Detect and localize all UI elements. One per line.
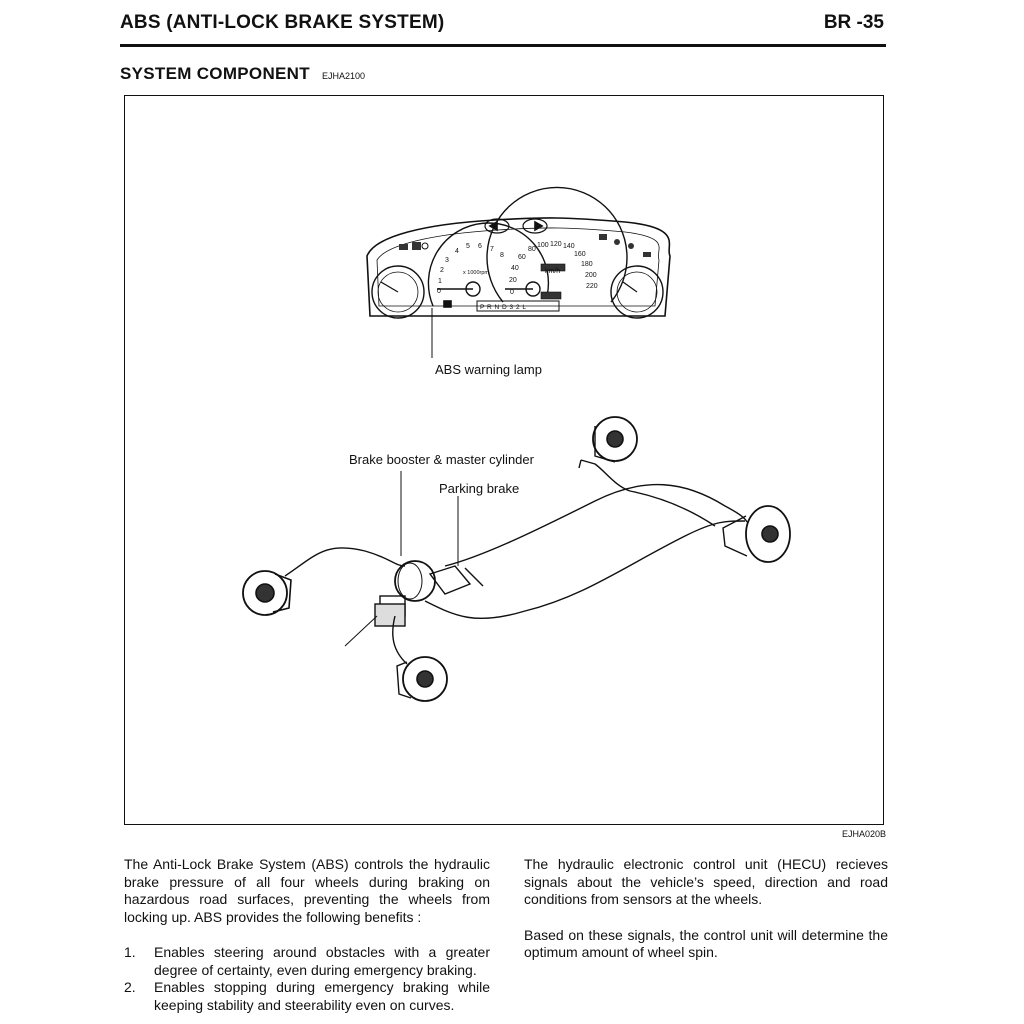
section-title-text: SYSTEM COMPONENT — [120, 64, 310, 83]
rpm-tick-4: 4 — [455, 248, 459, 255]
speed-tick-0: 0 — [510, 289, 514, 296]
speed-tick-180: 180 — [581, 261, 593, 268]
instrument-cluster — [366, 186, 671, 358]
control-unit-paragraph: Based on these signals, the control unit… — [524, 926, 888, 961]
page-header: ABS (ANTI-LOCK BRAKE SYSTEM) BR -35 — [120, 10, 886, 47]
header-title: ABS (ANTI-LOCK BRAKE SYSTEM) — [120, 12, 445, 33]
rpm-tick-6: 6 — [478, 243, 482, 250]
speed-tick-20: 20 — [509, 277, 517, 284]
list-number: 1. — [124, 944, 136, 960]
speed-tick-200: 200 — [585, 272, 597, 279]
parking-brake-label: Parking brake — [439, 481, 520, 496]
speed-tick-160: 160 — [574, 251, 586, 258]
rpm-tick-8: 8 — [500, 252, 504, 259]
system-component-figure: km/h x 1000rpm P R N D 3 2 L 0 1 2 3 4 5… — [124, 95, 884, 825]
brake-piping — [242, 416, 791, 702]
brake-booster-label: Brake booster & master cylinder — [349, 452, 534, 467]
abs-intro-paragraph: The Anti-Lock Brake System (ABS) control… — [124, 856, 490, 925]
speed-tick-40: 40 — [511, 265, 519, 272]
rpm-tick-5: 5 — [466, 243, 470, 250]
speed-tick-220: 220 — [586, 283, 598, 290]
figure-code: EJHA020B — [841, 829, 886, 839]
speed-tick-100: 100 — [537, 242, 549, 249]
page-number: BR -35 — [823, 12, 884, 33]
rpm-unit: x 1000rpm — [463, 270, 489, 276]
figure-drawing: km/h x 1000rpm P R N D 3 2 L 0 1 2 3 4 5… — [242, 186, 791, 702]
abs-warning-lamp-label: ABS warning lamp — [435, 362, 542, 377]
rpm-tick-0: 0 — [437, 288, 441, 295]
rpm-tick-7: 7 — [490, 246, 494, 253]
rpm-tick-3: 3 — [445, 257, 449, 264]
speed-tick-140: 140 — [563, 243, 575, 250]
list-item: 1. Enables steering around obstacles wit… — [124, 944, 490, 979]
list-number: 2. — [124, 979, 136, 995]
list-text: Enables steering around obstacles with a… — [154, 944, 490, 978]
benefits-list: 1. Enables steering around obstacles wit… — [124, 944, 490, 1014]
list-text: Enables stopping during emergency brakin… — [154, 979, 490, 1013]
speed-unit: km/h — [545, 268, 560, 275]
hecu-paragraph: The hydraulic electronic control unit (H… — [524, 856, 888, 907]
rpm-tick-1: 1 — [438, 278, 442, 285]
left-column: The Anti-Lock Brake System (ABS) control… — [124, 856, 490, 1014]
section-code: EJHA2100 — [321, 71, 365, 81]
speed-tick-120: 120 — [550, 241, 562, 248]
speed-tick-60: 60 — [518, 254, 526, 261]
list-item: 2. Enables stopping during emergency bra… — [124, 979, 490, 1014]
section-title: SYSTEM COMPONENT EJHA2100 — [120, 64, 365, 84]
rpm-tick-2: 2 — [440, 267, 444, 274]
gear-indicator: P R N D 3 2 L — [480, 304, 526, 311]
right-column: The hydraulic electronic control unit (H… — [524, 856, 888, 962]
speed-tick-80: 80 — [528, 246, 536, 253]
